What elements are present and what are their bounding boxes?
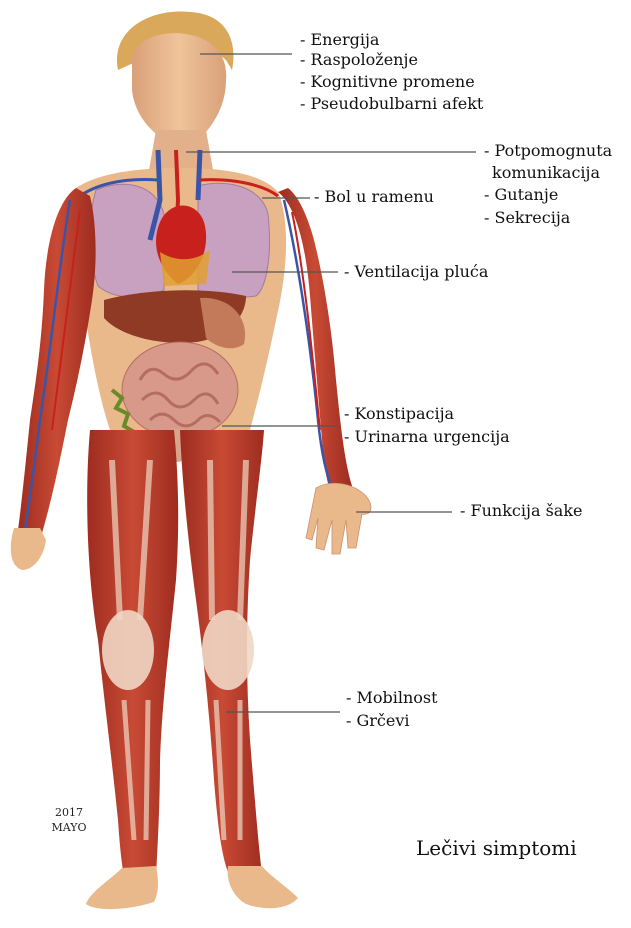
- right-lung: [198, 183, 270, 297]
- diagram-caption: Lečivi simptomi: [416, 836, 577, 860]
- label-sekrecija: - Sekrecija: [484, 208, 570, 228]
- label-pseudobulbarni-afekt: - Pseudobulbarni afekt: [300, 94, 483, 114]
- label-ventilacija-pluca: - Ventilacija pluća: [344, 262, 488, 282]
- copyright-brand: MAYO: [44, 821, 94, 834]
- label-raspolozenje: - Raspoloženje: [300, 50, 418, 70]
- label-konstipacija: - Konstipacija: [344, 404, 454, 424]
- label-potpomognuta: - Potpomognuta: [484, 141, 612, 161]
- left-arm: [18, 188, 96, 540]
- right-arm: [278, 188, 352, 496]
- label-komunikacija: komunikacija: [492, 163, 600, 183]
- label-funkcija-sake: - Funkcija šake: [460, 501, 582, 521]
- left-foot: [86, 866, 158, 909]
- copyright-year: 2017: [44, 806, 94, 819]
- label-grcevi: - Grčevi: [346, 711, 410, 731]
- label-urinarna-urgencija: - Urinarna urgencija: [344, 427, 510, 447]
- right-foot: [228, 866, 298, 908]
- label-energija: - Energija: [300, 30, 379, 50]
- label-bol-u-ramenu: - Bol u ramenu: [314, 187, 434, 207]
- label-kognitivne-promene: - Kognitivne promene: [300, 72, 475, 92]
- label-gutanje: - Gutanje: [484, 185, 558, 205]
- left-lung: [90, 184, 164, 297]
- head: [132, 33, 226, 144]
- label-mobilnost: - Mobilnost: [346, 688, 438, 708]
- right-hand: [306, 483, 371, 554]
- left-hand: [11, 528, 46, 570]
